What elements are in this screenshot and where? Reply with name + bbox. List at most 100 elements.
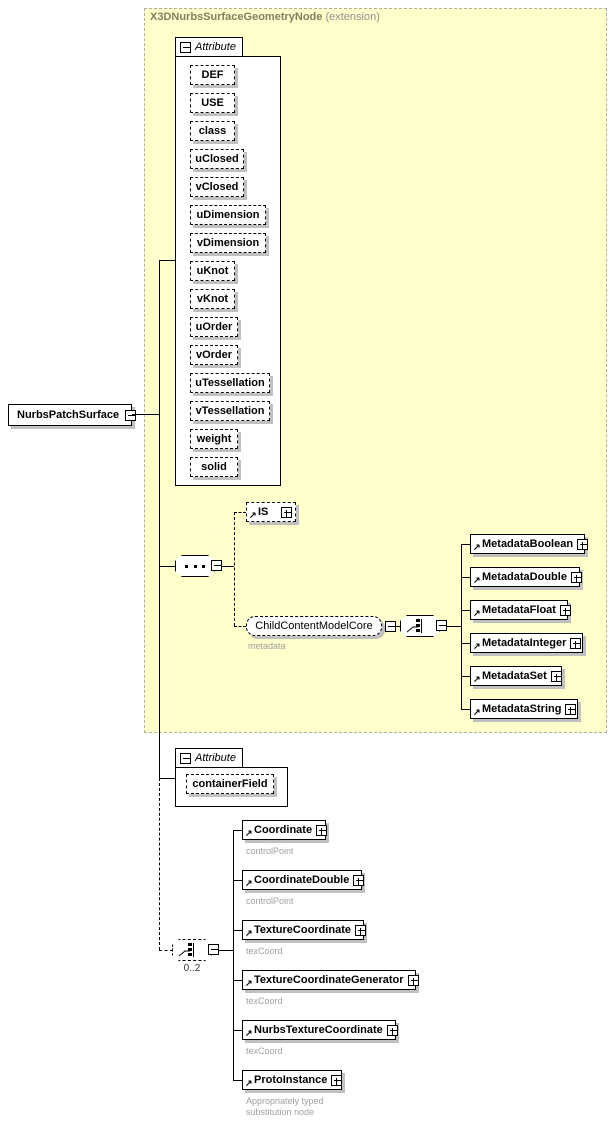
node-IS[interactable]: ↗ IS [246,502,296,522]
node-expand-icon[interactable] [354,924,366,936]
connector-child-5 [233,1080,245,1081]
attribute-uDimension[interactable]: uDimension [190,205,266,225]
connector-metadata-3 [461,643,473,644]
compositor-choice-bottom-collapse-icon[interactable] [208,944,219,955]
node-label: CoordinateDouble [254,874,350,886]
node-expand-icon[interactable] [570,571,582,583]
node-MetadataInteger[interactable]: ↗ MetadataInteger [470,633,583,653]
extension-title-sub: (extension) [325,11,380,23]
attribute-group-1-label: Attribute [195,41,236,53]
attribute-USE[interactable]: USE [190,93,235,113]
compositor-choice-metadata[interactable] [400,615,443,640]
connector-spine-to-all-compositor [159,566,175,567]
substitution-arrow-icon: ↗ [473,707,481,717]
attribute-group-2-collapse-icon[interactable] [180,752,191,764]
node-label: MetadataString [482,703,562,715]
connector-choice-bottom-out [219,950,233,951]
root-node-NurbsPatchSurface[interactable]: NurbsPatchSurface [8,404,137,426]
node-label: MetadataInteger [482,637,567,649]
substitution-arrow-icon: ↗ [245,928,253,938]
substitution-arrow-icon: ↗ [245,878,253,888]
node-TextureCoordinate-caption: texCoord [246,946,283,956]
connector-child-2 [233,930,245,931]
node-TextureCoordinateGenerator[interactable]: ↗ TextureCoordinateGenerator [242,970,419,990]
attribute-group-1-collapse-icon[interactable] [180,41,191,53]
substitution-arrow-icon: ↗ [245,978,253,988]
node-expand-icon[interactable] [353,874,365,886]
choice-bar-icon [421,619,422,633]
substitution-arrow-icon: ↗ [473,608,481,618]
node-Coordinate-caption: controlPoint [246,846,294,856]
substitution-arrow-icon: ↗ [249,510,257,520]
branch-to-bottom-choice [159,950,173,951]
substitution-arrow-icon: ↗ [473,641,481,651]
attribute-vClosed[interactable]: vClosed [190,177,244,197]
choice-slash-icon [179,950,190,957]
node-expand-icon[interactable] [559,604,571,616]
node-label: ProtoInstance [254,1074,328,1086]
attribute-solid[interactable]: solid [190,457,238,477]
compositor-choice-metadata-shape [400,615,440,637]
attribute-vOrder[interactable]: vOrder [190,345,238,365]
node-IS-label: IS [258,506,269,518]
compositor-choice-metadata-collapse-icon[interactable] [436,620,447,631]
node-expand-icon[interactable] [565,703,577,715]
node-label: TextureCoordinateGenerator [254,974,404,986]
connector-choice-metadata-out [447,626,461,627]
node-MetadataSet[interactable]: ↗ MetadataSet [470,666,562,686]
attribute-uOrder[interactable]: uOrder [190,317,238,337]
choice-bar-icon [193,943,194,957]
choice-dots-icon [188,943,192,957]
node-IS-expand-icon[interactable] [281,506,292,518]
node-label: Coordinate [254,824,313,836]
node-expand-icon[interactable] [331,1074,343,1086]
node-MetadataFloat[interactable]: ↗ MetadataFloat [470,600,571,620]
node-ProtoInstance[interactable]: ↗ ProtoInstance [242,1070,343,1090]
node-TextureCoordinate[interactable]: ↗ TextureCoordinate [242,920,366,940]
compositor-all-top-collapse-icon[interactable] [211,560,222,571]
attribute-uTessellation[interactable]: uTessellation [190,373,270,393]
substitution-arrow-icon: ↗ [245,1078,253,1088]
node-expand-icon[interactable] [386,1024,398,1036]
node-expand-icon[interactable] [570,637,582,649]
connector-spine-to-attrgroup2 [159,778,175,779]
attribute-vTessellation[interactable]: vTessellation [190,401,270,421]
node-MetadataString[interactable]: ↗ MetadataString [470,699,578,719]
node-MetadataDouble[interactable]: ↗ MetadataDouble [470,567,582,587]
connector-metadata-2 [461,610,473,611]
node-label: MetadataSet [482,670,547,682]
attribute-weight[interactable]: weight [190,429,238,449]
connector-child-4 [233,1030,245,1031]
attribute-uKnot[interactable]: uKnot [190,261,235,281]
group-ref-ChildContentModelCore[interactable]: ChildContentModelCore [246,616,382,636]
node-label: MetadataBoolean [482,538,574,550]
attribute-group-1-tab[interactable]: Attribute [175,37,243,56]
node-expand-icon[interactable] [316,824,328,836]
spine-children [233,830,234,1080]
node-expand-icon[interactable] [407,974,419,986]
node-expand-icon[interactable] [550,670,562,682]
compositor-choice-bottom[interactable]: 0..2 [172,939,215,974]
node-MetadataBoolean[interactable]: ↗ MetadataBoolean [470,534,589,554]
attribute-containerField[interactable]: containerField [186,774,274,794]
root-collapse-icon[interactable] [125,409,137,421]
node-NurbsTextureCoordinate[interactable]: ↗ NurbsTextureCoordinate [242,1020,398,1040]
group-ref-collapse-icon[interactable] [385,621,396,632]
connector-spine-to-attrgroup1 [159,260,175,261]
attribute-class[interactable]: class [190,121,235,141]
attribute-vDimension[interactable]: vDimension [190,233,266,253]
attribute-group-2-tab[interactable]: Attribute [175,748,243,767]
attribute-uClosed[interactable]: uClosed [190,149,244,169]
extension-title-text: X3DNurbsSurfaceGeometryNode [150,11,323,23]
branch-spine-lower-dashed [159,778,160,950]
node-Coordinate[interactable]: ↗ Coordinate [242,820,328,840]
attribute-DEF[interactable]: DEF [190,65,235,85]
node-CoordinateDouble[interactable]: ↗ CoordinateDouble [242,870,365,890]
compositor-all-top[interactable] [175,555,218,580]
choice-slash-icon [407,626,418,633]
attribute-vKnot[interactable]: vKnot [190,289,235,309]
node-label: MetadataFloat [482,604,556,616]
node-label: TextureCoordinate [254,924,351,936]
node-expand-icon[interactable] [577,538,589,550]
